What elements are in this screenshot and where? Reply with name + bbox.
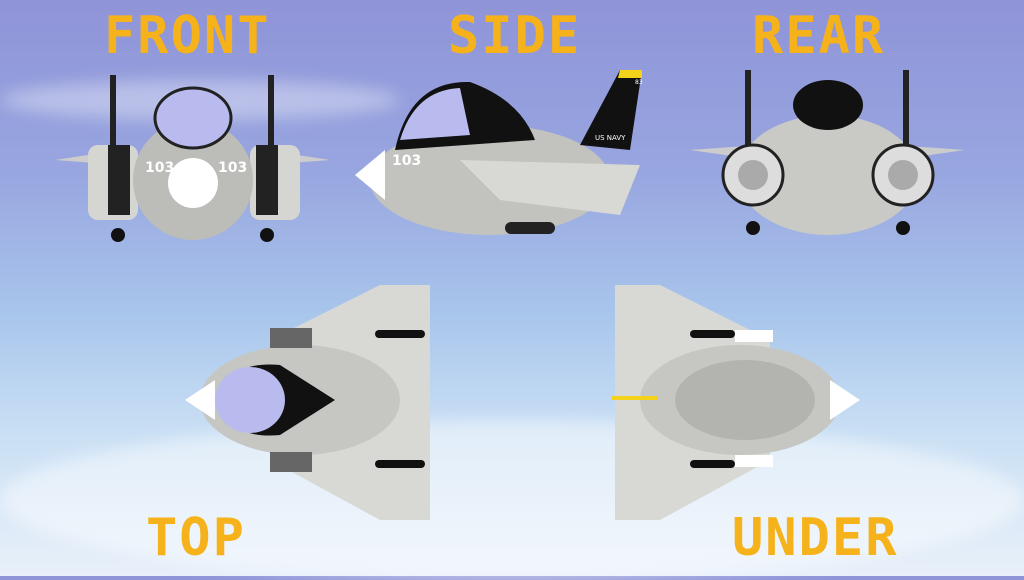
tail-code: 83 [635, 79, 643, 86]
label-top: TOP [146, 508, 246, 568]
side-view: US NAVY 83 103 [355, 70, 643, 235]
label-side: SIDE [448, 6, 582, 66]
front-view: 103 103 [55, 75, 330, 242]
front-number-left: 103 [145, 160, 174, 176]
cloud [0, 420, 1024, 580]
under-view [612, 285, 860, 520]
label-rear: REAR [752, 6, 886, 66]
front-number-right: 103 [218, 160, 247, 176]
label-front: FRONT [104, 6, 271, 66]
label-under: UNDER [732, 508, 899, 568]
side-number: 103 [392, 153, 421, 169]
top-view [185, 285, 430, 520]
rear-view [690, 70, 965, 235]
tail-text: US NAVY [595, 134, 626, 142]
